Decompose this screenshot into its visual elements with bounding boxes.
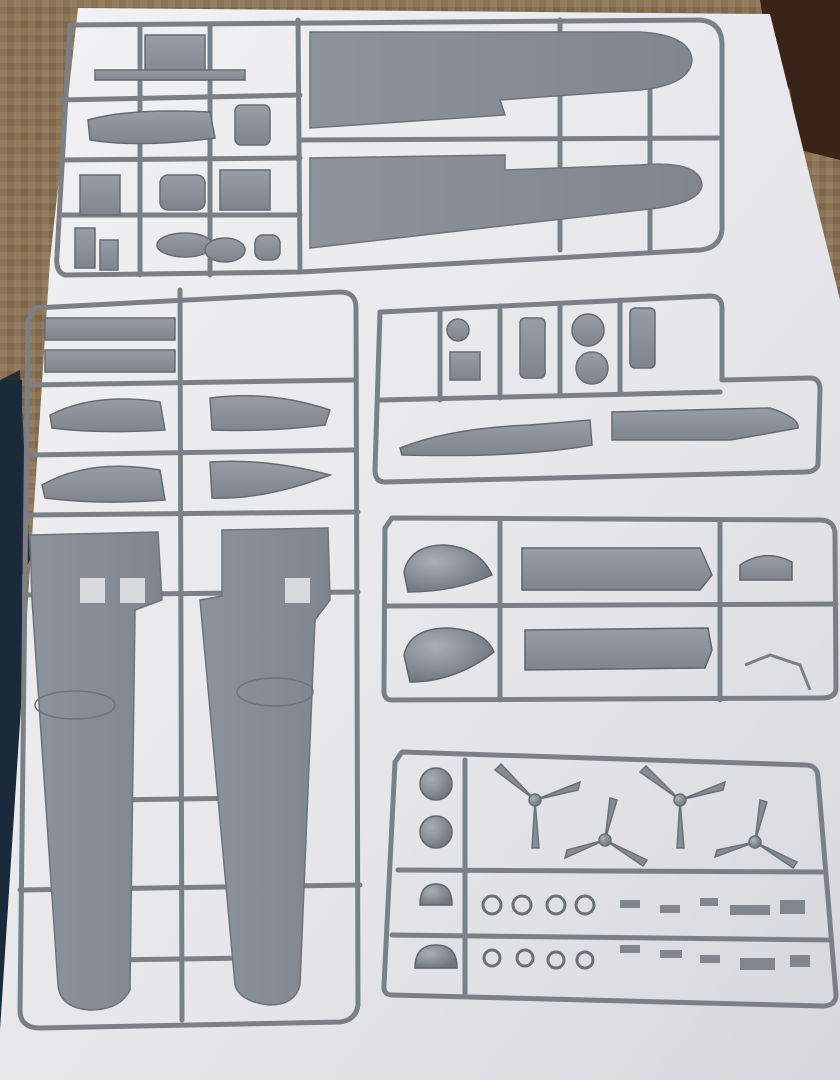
- tail-wing-panels: [309, 31, 703, 249]
- frame-propellers: [381, 749, 839, 1009]
- main-wing-halves: [29, 527, 331, 1011]
- nacelle-parts: [399, 307, 799, 457]
- frame-cowlings: [381, 515, 839, 703]
- propeller-blades: [493, 762, 799, 870]
- engine-bays: [41, 317, 333, 503]
- fuselage-parts: [74, 34, 281, 271]
- carpet-dark-pattern: [760, 0, 840, 160]
- small-detail-parts: [620, 898, 810, 970]
- small-wheel-parts: [481, 894, 596, 970]
- frame-engine-nacelles: [372, 293, 823, 485]
- cowling-parts: [403, 544, 812, 691]
- spinners: [414, 767, 458, 969]
